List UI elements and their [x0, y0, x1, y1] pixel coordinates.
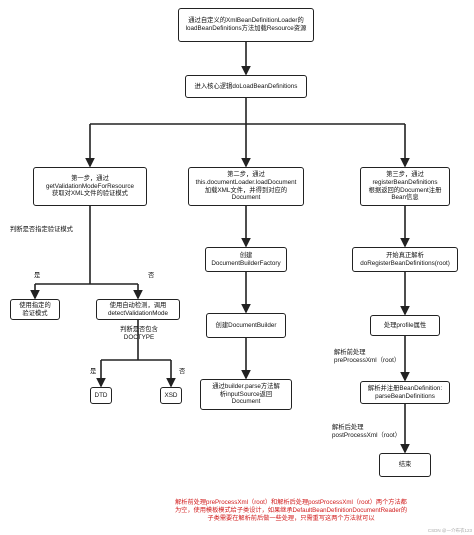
label-no-doctype: 否: [179, 368, 186, 375]
node-builder-parse: 通过builder.parse方法解 析inputSource返回 Docume…: [200, 379, 292, 410]
footer-note: 解析前处理preProcessXml（root）和解析后处理postProces…: [174, 499, 408, 523]
node-start: 通过自定义的XmlBeanDefinitionLoader的 loadBeanD…: [178, 8, 314, 42]
node-document-builder: 创建DocumentBuilder: [206, 313, 286, 338]
edge-step1-split: [35, 206, 138, 285]
node-specified: 使用指定的 验证模式: [10, 299, 60, 320]
node-do-register: 开始真正解析 doRegisterBeanDefinitions(root): [352, 247, 458, 272]
node-step2: 第二步，通过 this.documentLoader.loadDocument …: [188, 167, 304, 206]
label-pre-process: 解析前处理 preProcessXml（root）: [334, 349, 401, 364]
node-step1: 第一步，通过 getValidationModeForResource 获取对X…: [33, 167, 147, 206]
label-post-process: 解析后处理 postProcessXml（root）: [332, 424, 401, 439]
edge-core-branch: [90, 98, 405, 125]
watermark: CSDN @一介布衣123: [427, 528, 472, 533]
edge-auto-split: [101, 320, 171, 361]
label-decide-validation: 判断是否指定验证模式: [10, 226, 73, 233]
node-xsd: XSD: [160, 387, 182, 404]
label-no-specified: 否: [148, 272, 155, 279]
label-yes-doctype: 是: [90, 368, 97, 375]
node-dtd: DTD: [90, 387, 112, 404]
label-yes-specified: 是: [34, 272, 41, 279]
node-auto: 使用自动检测，调用 detectValidationMode: [96, 299, 180, 320]
label-doctype: 判断是否包含 DOCTYPE: [120, 326, 158, 341]
node-end: 结束: [379, 453, 431, 477]
node-profile: 处理profile属性: [370, 315, 440, 336]
node-parse-bean-definitions: 解析并注册BeanDefinition: parseBeanDefinition…: [360, 381, 450, 404]
node-core: 进入核心逻辑doLoadBeanDefinitions: [185, 75, 307, 98]
node-document-builder-factory: 创建 DocumentBuilderFactory: [205, 247, 287, 272]
node-step3: 第三步，通过 registerBeanDefinitions 根据返回的Docu…: [360, 167, 450, 206]
